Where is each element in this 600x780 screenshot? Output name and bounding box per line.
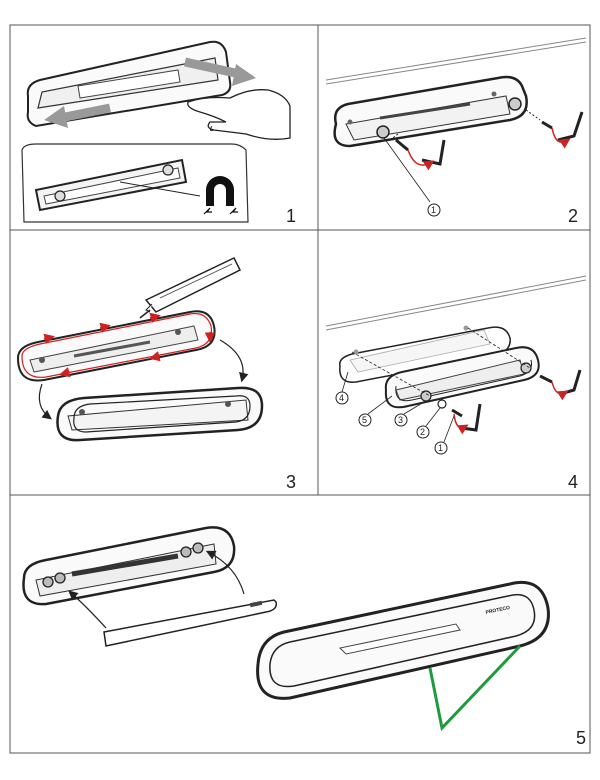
brand-label: PROTECO [485,605,511,616]
panel3-arrow-right [219,339,249,383]
step-number-2: 2 [568,206,578,226]
svg-text:4: 4 [339,393,344,403]
panel4-callout-3 [394,413,408,427]
step-number-5: 5 [576,728,586,748]
panel2-frame [333,75,528,148]
inset-screw-right [162,164,174,176]
panel5-frame-open [22,526,236,606]
panel5-screw-2 [54,572,66,584]
panel4-wall-edge [325,275,587,331]
panel1-frame [26,40,232,128]
panel4-callout-4 [335,391,349,405]
step-number-4: 4 [568,472,578,492]
svg-text:3: 3 [398,415,403,425]
panel1-inset [21,143,249,223]
panel5-arrow-left [68,590,107,629]
panel2-screw-left [376,125,390,139]
panel-1: 1 [9,24,319,231]
panel2-callout-1 [427,203,441,217]
panel1-slide-arrow-left [59,103,111,123]
panel5-arrow-right [205,550,245,595]
panel3-arrow-left [38,383,52,420]
panel4-callout-2 [416,425,430,439]
hand-illustration [187,89,291,140]
panel2-wall-edge [325,37,587,85]
panel4-screw-right [520,362,532,374]
allen-key-right-icon [557,111,584,142]
panel4-callout-5 [358,413,372,427]
svg-text:1: 1 [431,205,436,215]
panel5-screw-3 [180,546,192,558]
panel3-frame-lower [56,386,264,442]
panel4-callout-1 [434,441,448,455]
svg-text:1: 1 [438,443,443,453]
cutter-knife-icon [139,257,242,319]
allen-key-4-right-icon [559,369,582,396]
step-number-3: 3 [286,472,296,492]
panel3-frame-upper [16,310,216,382]
panel-3: 3 [9,229,319,496]
panel-5: PROTECO 5 [9,494,591,754]
panel4-gasket [339,326,511,383]
panel5-screw-1 [42,576,54,588]
panel4-screw-left [420,390,432,402]
svg-text:2: 2 [420,427,425,437]
panel1-slide-arrow-right [184,57,241,79]
svg-text:5: 5 [362,415,367,425]
cover-strip [103,599,278,647]
allen-key-left-icon [421,139,446,166]
step-number-1: 1 [286,206,296,226]
panel5-screw-4 [192,542,204,554]
cut-line [21,312,213,378]
panel5-frame-finished: PROTECO [256,581,550,700]
inset-screw-left [54,190,66,202]
checkmark-icon [428,644,522,732]
panel-4: 4 5 3 2 1 4 [317,229,591,496]
panel2-screw-right [508,97,522,111]
panel-2: 1 2 [317,24,591,231]
magnet-icon [203,176,238,215]
